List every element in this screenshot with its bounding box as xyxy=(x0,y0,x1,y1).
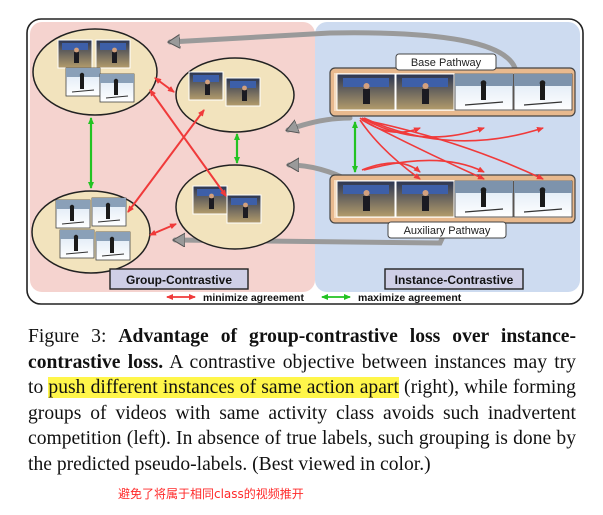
legend: minimize agreement maximize agreement xyxy=(166,292,462,304)
handwritten-annotation: 避免了将属于相同class的视频推开 xyxy=(118,487,304,501)
base-pathway-frames xyxy=(336,73,573,111)
instance-contrastive-label: Instance-Contrastive xyxy=(395,273,514,287)
group-red-arrows xyxy=(127,77,227,236)
instance-red-arrows xyxy=(359,117,544,180)
caption-text-after-highlight: (right), while forming groups of videos … xyxy=(28,377,576,475)
instance-contrastive-label-box xyxy=(384,268,524,290)
base-pathway-label: Base Pathway xyxy=(411,57,482,69)
auxiliary-pathway-frames xyxy=(336,180,573,218)
figure-caption: Figure 3: Advantage of group-contrastive… xyxy=(28,324,576,477)
legend-maximize-label: maximize agreement xyxy=(358,292,462,304)
figure-diagram: Base Pathway Auxiliary Pathway Group-Con… xyxy=(26,18,584,305)
caption-figure-label: Figure 3: xyxy=(28,326,107,347)
group-contrastive-label-box xyxy=(109,268,249,290)
legend-minimize-label: minimize agreement xyxy=(203,292,304,304)
caption-bold-title: Advantage of group-contrastive loss over… xyxy=(28,326,576,373)
base-pathway-label-box xyxy=(395,53,497,71)
auxiliary-pathway-label: Auxiliary Pathway xyxy=(404,225,491,237)
caption-text-before-highlight: A contrastive objective between instance… xyxy=(28,351,576,399)
group-green-arrows xyxy=(88,117,240,189)
auxiliary-pathway-label-box xyxy=(387,221,507,239)
group-contrastive-label: Group-Contrastive xyxy=(126,273,232,287)
caption-highlight: push different instances of same action … xyxy=(48,377,399,398)
